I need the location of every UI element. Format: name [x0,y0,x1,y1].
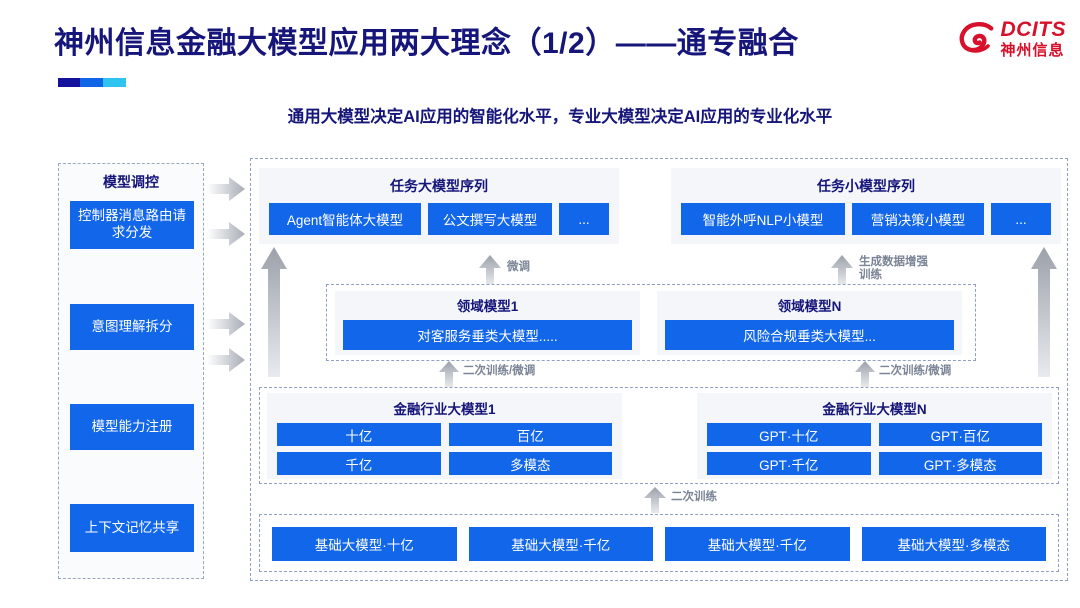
right-arrow-icon-2 [207,222,245,246]
base-model-row: 基础大模型·十亿 基础大模型·千亿 基础大模型·千亿 基础大模型·多模态 [260,515,1058,573]
right-arrow-icon-4 [207,348,245,372]
chip-base-billion[interactable]: 基础大模型·十亿 [272,527,457,561]
arrow-label-retrain-right: 二次训练/微调 [879,365,952,377]
chip-marketing-decision-model[interactable]: 营销决策小模型 [852,203,984,235]
domain-model-1-title: 领域模型1 [456,299,519,314]
sidebar-item-capability-registry[interactable]: 模型能力注册 [70,404,194,450]
arrow-label-data-augmentation: 生成数据增强 训练 [859,256,928,282]
sidebar-item-controller-routing[interactable]: 控制器消息路由请求分发 [70,201,194,249]
task-big-model-panel: 任务大模型序列 Agent智能体大模型 公文撰写大模型 ... [259,168,619,244]
task-big-model-title: 任务大模型序列 [390,178,488,194]
task-big-model-chip-row: Agent智能体大模型 公文撰写大模型 ... [259,196,619,244]
sidebar-item-intent-parsing[interactable]: 意图理解拆分 [70,304,194,350]
base-model-container: 基础大模型·十亿 基础大模型·千亿 基础大模型·千亿 基础大模型·多模态 [259,514,1059,572]
chip-indn-multimodal[interactable]: GPT·多模态 [878,452,1042,475]
domain-model-1: 领域模型1 对客服务垂类大模型..... [335,291,640,355]
brand-logo: DCITS 神州信息 [956,18,1067,58]
up-arrow-icon-data-augmentation [831,255,853,285]
arrow-label-retrain-left: 二次训练/微调 [463,365,536,377]
industry-model-1-grid: 十亿 百亿 千亿 多模态 [267,418,622,475]
industry-model-n-title: 金融行业大模型N [822,402,927,417]
chip-ind1-10billion[interactable]: 百亿 [448,423,612,446]
sidebar-title: 模型调控 [103,174,159,190]
chip-ind1-multimodal[interactable]: 多模态 [448,452,612,475]
chip-document-writing-model[interactable]: 公文撰写大模型 [428,203,552,235]
industry-model-1-title: 金融行业大模型1 [393,402,496,417]
accent-segment-3 [103,78,126,87]
sidebar-item-context-memory[interactable]: 上下文记忆共享 [70,504,194,552]
chip-outbound-nlp-model[interactable]: 智能外呼NLP小模型 [681,203,845,235]
chip-agent-model[interactable]: Agent智能体大模型 [269,203,421,235]
logo-english: DCITS [1000,17,1066,41]
up-arrow-icon-retrain-right [855,361,875,387]
logo-chinese: 神州信息 [1000,41,1065,59]
architecture-diagram: 任务大模型序列 Agent智能体大模型 公文撰写大模型 ... 任务小模型序列 … [250,158,1068,581]
right-arrow-icon-3 [207,312,245,336]
dcits-swirl-icon [959,22,993,53]
up-arrow-icon-base-to-task-small [1031,247,1057,377]
chip-indn-billion[interactable]: GPT·十亿 [707,423,871,446]
model-control-sidebar: 模型调控 控制器消息路由请求分发 意图理解拆分 模型能力注册 上下文记忆共享 [58,163,204,579]
task-small-model-title: 任务小模型序列 [817,178,915,194]
chip-base-100billion-2[interactable]: 基础大模型·千亿 [665,527,850,561]
domain-model-n-title: 领域模型N [777,299,842,314]
up-arrow-icon-retrain-center [644,487,666,513]
accent-bar [58,78,126,87]
chip-more-big[interactable]: ... [559,203,609,235]
industry-model-1: 金融行业大模型1 十亿 百亿 千亿 多模态 [267,393,622,479]
up-arrow-icon-fine-tune [479,255,501,285]
chip-ind1-billion[interactable]: 十亿 [277,423,441,446]
domain-model-n: 领域模型N 风险合规垂类大模型... [657,291,962,355]
task-small-model-panel: 任务小模型序列 智能外呼NLP小模型 营销决策小模型 ... [671,168,1061,244]
arrow-label-retrain-center: 二次训练 [671,491,717,503]
industry-model-container: 金融行业大模型1 十亿 百亿 千亿 多模态 金融行业大模型N GPT·十亿 GP… [259,387,1059,484]
chip-ind1-100billion[interactable]: 千亿 [277,452,441,475]
accent-segment-2 [80,78,103,87]
chip-risk-compliance-vertical-model[interactable]: 风险合规垂类大模型... [665,320,954,350]
chip-base-100billion-1[interactable]: 基础大模型·千亿 [468,527,653,561]
up-arrow-icon-retrain-left [439,361,459,387]
industry-model-n: 金融行业大模型N GPT·十亿 GPT·百亿 GPT·千亿 GPT·多模态 [697,393,1052,479]
arrow-label-fine-tune: 微调 [507,261,530,273]
chip-indn-10billion[interactable]: GPT·百亿 [878,423,1042,446]
domain-model-container: 领域模型1 对客服务垂类大模型..... 领域模型N 风险合规垂类大模型... [326,284,976,361]
right-arrow-icon-1 [207,177,245,201]
task-small-model-chip-row: 智能外呼NLP小模型 营销决策小模型 ... [671,196,1061,244]
logo-wordmark: DCITS 神州信息 [1001,19,1067,58]
chip-more-small[interactable]: ... [991,203,1051,235]
page-title: 神州信息金融大模型应用两大理念（1/2）——通专融合 [54,27,799,60]
chip-indn-100billion[interactable]: GPT·千亿 [707,452,871,475]
chip-customer-service-vertical-model[interactable]: 对客服务垂类大模型..... [343,320,632,350]
industry-model-n-grid: GPT·十亿 GPT·百亿 GPT·千亿 GPT·多模态 [697,418,1052,475]
up-arrow-icon-base-to-task-big [261,247,287,377]
page-subtitle: 通用大模型决定AI应用的智能化水平，专业大模型决定AI应用的专业化水平 [287,108,833,126]
accent-segment-1 [58,78,80,87]
chip-base-multimodal[interactable]: 基础大模型·多模态 [861,527,1046,561]
